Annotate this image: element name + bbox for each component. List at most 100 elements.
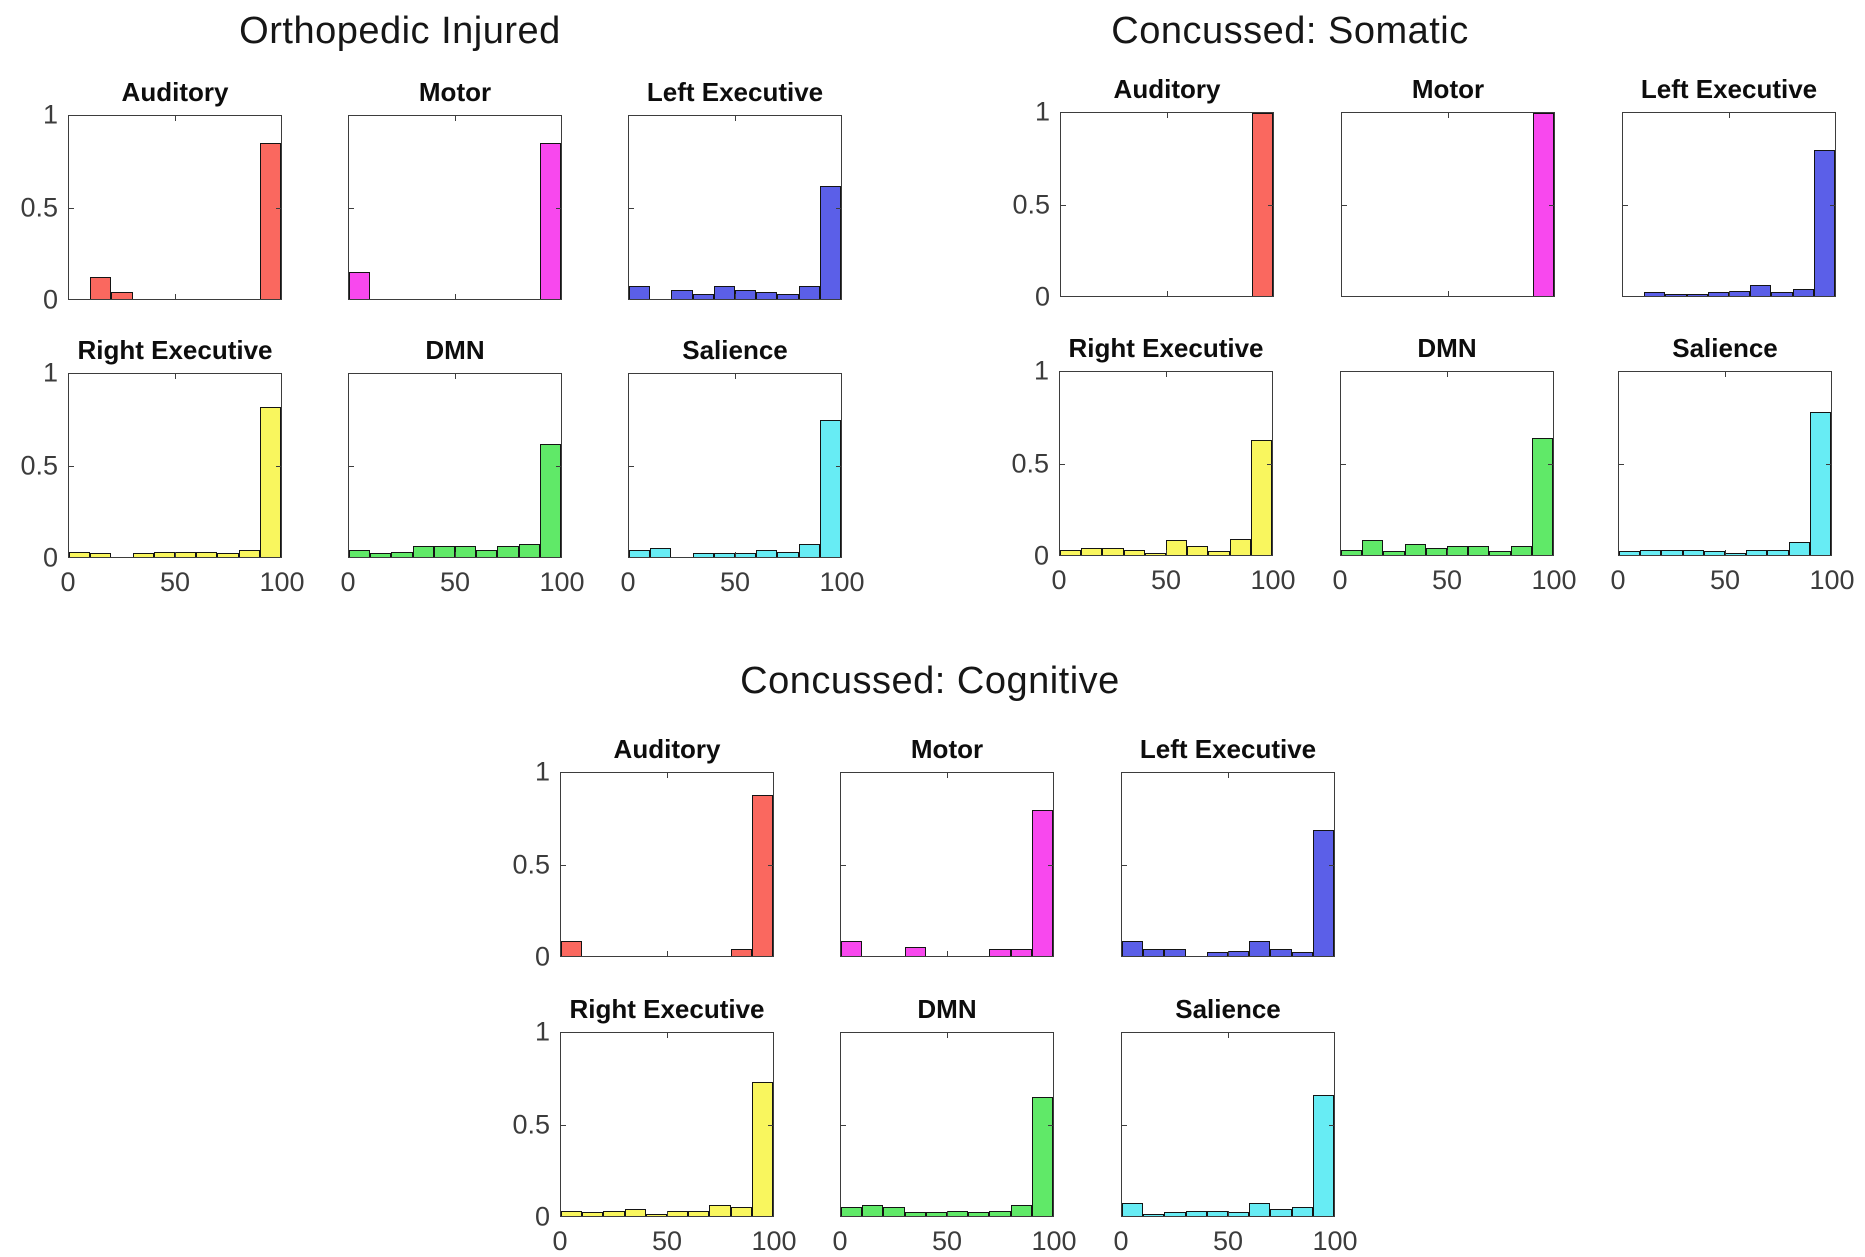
axis-tick: [455, 294, 456, 299]
axis-tick: [1228, 773, 1229, 778]
axes-orthopedic-salience: [628, 373, 842, 558]
axes-orthopedic-left-executive: [628, 115, 842, 300]
axis-tick: [175, 374, 176, 379]
histogram-bar: [433, 546, 455, 557]
subplot-somatic-auditory: Auditory 1 0.5 0: [1012, 74, 1274, 312]
histogram-bar: [603, 1210, 625, 1216]
histogram-bar: [1270, 1208, 1292, 1216]
histogram-bar: [1123, 549, 1145, 555]
histogram-bar: [629, 286, 651, 299]
x-tick-label: 100: [751, 1226, 797, 1256]
histogram-bar: [1249, 941, 1271, 956]
histogram-bar: [497, 546, 519, 557]
histogram-bar: [1060, 549, 1082, 555]
axis-tick: [1228, 951, 1229, 956]
x-tick-label: 100: [819, 567, 865, 597]
histogram-bar: [735, 553, 757, 557]
axis-tick: [175, 116, 176, 121]
subplot-somatic-motor: Motor: [1341, 74, 1555, 297]
axes-cognitive-dmn: [840, 1032, 1054, 1217]
histogram-bar: [370, 553, 392, 557]
histogram-bar: [1291, 952, 1313, 956]
axis-tick: [1267, 463, 1272, 465]
subplot-title: Auditory: [1113, 74, 1221, 104]
axis-tick: [841, 864, 846, 866]
histogram-bar: [1206, 1210, 1228, 1216]
axes-cognitive-left-executive: [1121, 772, 1335, 957]
panel-title-cognitive: Concussed: Cognitive: [740, 660, 1120, 702]
x-tick-label: 50: [1709, 565, 1741, 595]
axis-tick: [69, 207, 74, 209]
histogram-bar: [1447, 545, 1469, 555]
histogram-bar: [1229, 538, 1251, 555]
axes-somatic-auditory: [1060, 112, 1274, 297]
y-tick-label: 0: [1033, 540, 1049, 571]
histogram-bar: [688, 1210, 710, 1216]
histogram-bar: [1788, 542, 1810, 555]
axis-tick: [1268, 204, 1273, 206]
histogram-bar: [455, 546, 477, 557]
axis-tick: [1167, 291, 1168, 296]
y-tick-label: 0: [42, 542, 58, 573]
histogram-bar: [582, 1212, 604, 1216]
axis-tick: [1166, 550, 1167, 555]
histogram-bar: [69, 551, 91, 557]
axis-tick: [1548, 463, 1553, 465]
histogram-bar: [349, 271, 371, 299]
x-tick-label: 50: [1212, 1226, 1244, 1256]
histogram-bar: [1122, 941, 1144, 956]
axis-tick: [1447, 372, 1448, 377]
histogram-bar: [1102, 547, 1124, 555]
axes-orthopedic-dmn: [348, 373, 562, 558]
y-tick-label: 0: [534, 941, 550, 972]
axis-tick: [1342, 204, 1347, 206]
histogram-bar: [841, 1206, 863, 1216]
histogram-bar: [90, 553, 112, 557]
axes-somatic-right-executive: [1059, 371, 1273, 556]
axis-tick: [1623, 204, 1628, 206]
histogram-bar: [1250, 439, 1272, 555]
axis-tick: [455, 116, 456, 121]
axes-cognitive-salience: [1121, 1032, 1335, 1217]
y-tick-label: 0.5: [1011, 448, 1049, 478]
histogram-bar: [751, 794, 773, 956]
x-tick-label: 0: [832, 1226, 848, 1256]
subplot-title: Salience: [1175, 994, 1281, 1024]
axis-tick: [1329, 864, 1334, 866]
histogram-bar: [624, 1208, 646, 1216]
subplot-cognitive-left-executive: Left Executive: [1121, 734, 1335, 957]
subplot-cognitive-dmn: DMN 0 50 100: [832, 994, 1076, 1256]
histogram-bar: [904, 1212, 926, 1216]
x-tick-label: 0: [340, 567, 356, 597]
axis-tick: [349, 465, 354, 467]
histogram-bar: [111, 291, 133, 299]
histogram-bar: [1792, 288, 1814, 296]
histogram-bar: [1312, 829, 1334, 956]
histogram-bar: [1468, 545, 1490, 555]
subplot-cognitive-motor: Motor: [840, 734, 1054, 957]
histogram-bar: [1164, 948, 1186, 956]
histogram-bar: [90, 277, 112, 299]
histogram-bar: [798, 286, 820, 299]
x-tick-label: 100: [1031, 1226, 1077, 1256]
histogram-bar: [1081, 547, 1103, 555]
axis-tick: [1549, 204, 1554, 206]
axis-tick: [69, 465, 74, 467]
x-tick-label: 100: [1250, 565, 1296, 595]
axis-tick: [276, 207, 281, 209]
axis-tick: [455, 374, 456, 379]
histogram-bar: [1362, 540, 1384, 555]
histogram-bar: [925, 1212, 947, 1216]
axis-tick: [735, 116, 736, 121]
histogram-bar: [518, 544, 540, 557]
axis-tick: [947, 951, 948, 956]
axes-cognitive-motor: [840, 772, 1054, 957]
histogram-bar: [1644, 292, 1666, 296]
subplot-somatic-dmn: DMN 0 50 100: [1332, 333, 1576, 595]
histogram-bar: [1725, 553, 1747, 555]
axes-somatic-left-executive: [1622, 112, 1836, 297]
subplot-title: Motor: [910, 734, 984, 764]
histogram-bar: [1291, 1206, 1313, 1216]
axis-tick: [1826, 463, 1831, 465]
histogram-bar: [1813, 149, 1835, 296]
